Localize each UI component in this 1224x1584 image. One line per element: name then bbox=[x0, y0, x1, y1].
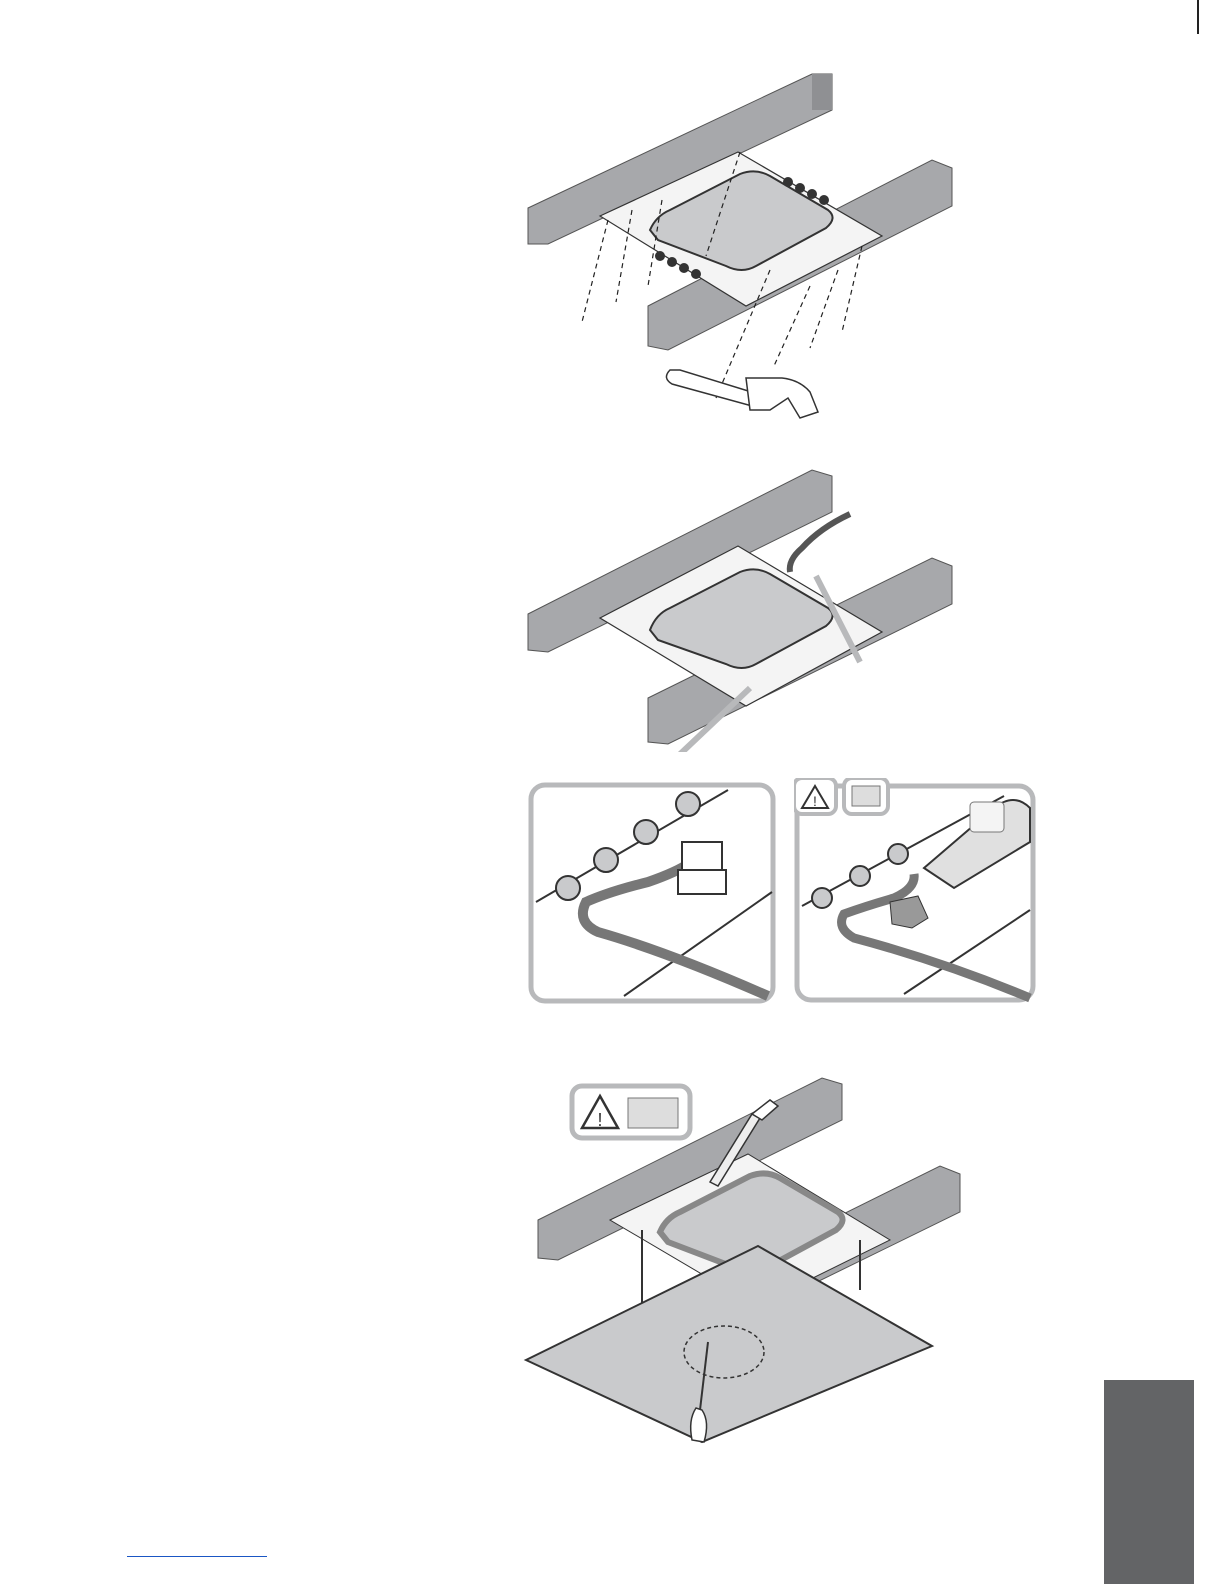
apply-fire-sealant-detail: ! bbox=[794, 778, 1038, 1004]
warning-triangle-icon: ! bbox=[794, 778, 836, 814]
section-thumb-tab bbox=[1104, 1380, 1194, 1584]
hammer-icon bbox=[666, 370, 818, 418]
footer-link-underline[interactable] bbox=[127, 1556, 267, 1557]
svg-text:!: ! bbox=[597, 1110, 602, 1130]
svg-text:!: ! bbox=[813, 793, 817, 809]
step3-ceiling-illustration: ! bbox=[520, 1070, 980, 1450]
crop-mark bbox=[1197, 0, 1199, 34]
fire-rated-icon bbox=[844, 778, 888, 814]
cable-gland-icon bbox=[678, 842, 726, 894]
step2-cable-illustration bbox=[520, 462, 960, 752]
cable-gland-detail bbox=[528, 782, 776, 1004]
ceiling-panel bbox=[526, 1246, 932, 1442]
fire-rated-icon bbox=[628, 1098, 678, 1128]
step1-mount-illustration bbox=[520, 60, 960, 430]
